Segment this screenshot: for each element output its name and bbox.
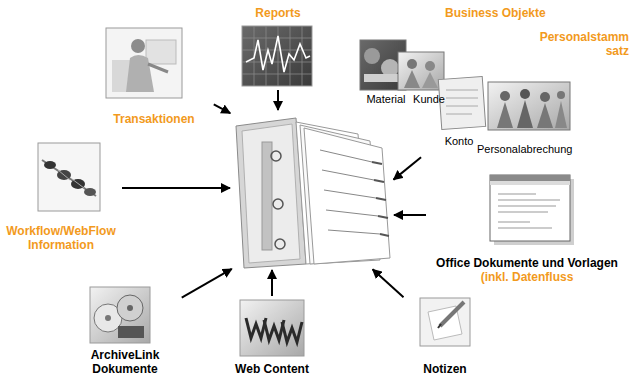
- caption-label: Office Dokumente und Vorlagen: [428, 256, 626, 270]
- caption-label: Workflow/WebFlow Information: [2, 224, 120, 252]
- caption-label: Reports: [236, 6, 320, 20]
- web-content-icon: Web Content: [228, 298, 316, 376]
- workflow-icon: Workflow/WebFlow Information: [2, 140, 120, 252]
- archivelink-picture: [90, 287, 150, 343]
- report-icon: Reports: [236, 6, 320, 88]
- arrow-connector: [182, 269, 232, 298]
- note-icon: Notizen: [405, 296, 485, 376]
- office-document-picture: [490, 175, 574, 245]
- report-picture: [242, 26, 312, 86]
- workflow-picture: [38, 143, 100, 211]
- caption-label: Business Objekte: [445, 6, 629, 20]
- personnel-photo: Personalstamm satzPersonalabrechung: [477, 30, 629, 156]
- caption-label: Material: [361, 92, 411, 106]
- business-object-photos: [360, 40, 570, 130]
- arrow-connector: [373, 269, 404, 297]
- caption-label: Konto: [439, 134, 479, 148]
- binder-picture: [236, 118, 390, 268]
- caption-label: Web Content: [228, 362, 316, 376]
- transaction-icon: Transaktionen: [96, 26, 212, 126]
- business-object-group: Business ObjekteMaterialKundeKontoPerson…: [355, 6, 629, 156]
- arrow-connector: [271, 270, 273, 296]
- arrow-connector: [394, 214, 426, 216]
- office-document-icon: Office Dokumente und Vorlagen(inkl. Date…: [428, 172, 626, 284]
- transaction-picture: [106, 28, 182, 98]
- caption-label: Personalstamm satz: [533, 30, 629, 58]
- arrow-connector: [394, 157, 422, 179]
- caption-label: Notizen: [405, 362, 485, 376]
- account-photo: Konto: [439, 134, 479, 150]
- sub-label: (inkl. Datenfluss: [428, 270, 626, 284]
- web-picture: [240, 300, 304, 356]
- sub-label: Personalabrechung: [477, 142, 572, 156]
- archivelink-icon: ArchiveLink Dokumente: [70, 286, 180, 376]
- material-photo: Material: [361, 92, 411, 108]
- arrow-connector: [122, 187, 230, 189]
- caption-label: ArchiveLink Dokumente: [70, 348, 180, 376]
- caption-label: Kunde: [409, 92, 449, 106]
- arrow-connector: [277, 90, 279, 110]
- note-picture: [420, 298, 470, 346]
- binder: [232, 112, 392, 268]
- customer-photo: Kunde: [409, 92, 449, 108]
- caption-label: Transaktionen: [96, 112, 212, 126]
- arrow-connector: [214, 104, 230, 113]
